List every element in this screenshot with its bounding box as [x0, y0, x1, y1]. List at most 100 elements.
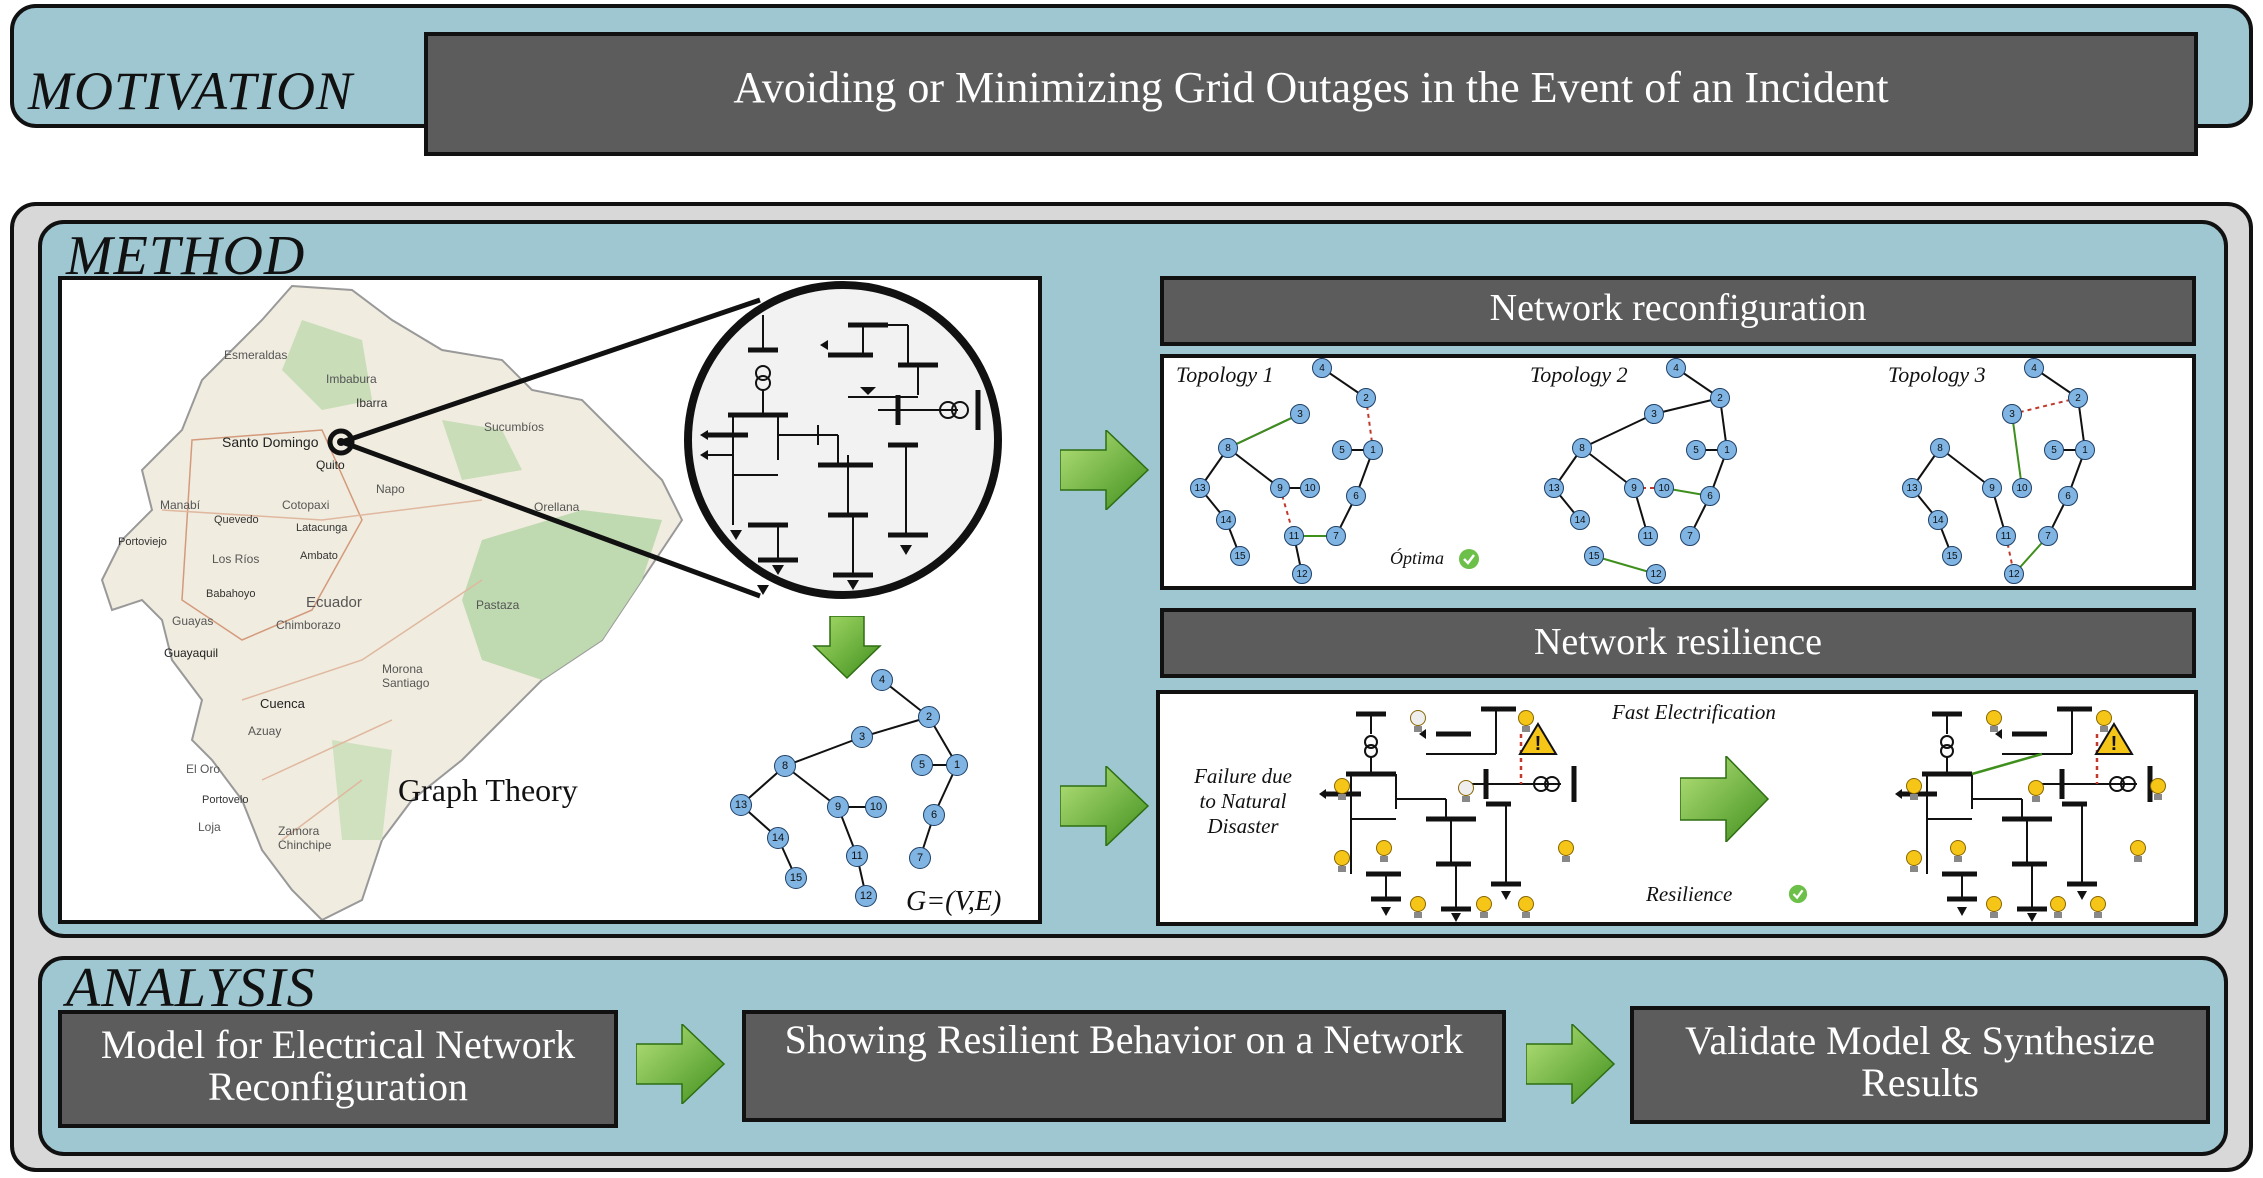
map-label-morona-santiago: Morona Santiago — [382, 662, 430, 690]
map-label-pastaza: Pastaza — [476, 598, 520, 612]
analysis-step-1-text: Model for Electrical Network Reconfigura… — [100, 1022, 576, 1109]
graph-node: 14 — [1570, 510, 1590, 530]
graph-node: 14 — [767, 827, 789, 849]
failed-network-diagram: ! — [1319, 706, 1577, 922]
map-label-latacunga: Latacunga — [296, 522, 348, 534]
map-label-cuenca: Cuenca — [260, 696, 305, 711]
resilience-box — [1156, 690, 2198, 926]
map-label-quevedo: Quevedo — [214, 514, 259, 526]
restored-network-diagram: ! — [1895, 706, 2153, 922]
graph-node: 11 — [846, 845, 868, 867]
graph-node: 15 — [785, 867, 807, 889]
graph-node: 15 — [1942, 546, 1962, 566]
map-label-cotopaxi: Cotopaxi — [282, 498, 330, 512]
arrow-to-reconfiguration-icon — [1060, 430, 1150, 510]
svg-text:!: ! — [1535, 733, 1542, 755]
map-label-ambato: Ambato — [300, 550, 338, 562]
graph-node: 3 — [1644, 404, 1664, 424]
graph-node: 1 — [2075, 440, 2095, 460]
map-label-imbabura: Imbabura — [326, 372, 377, 386]
graph-node: 9 — [1982, 478, 2002, 498]
map-label-el-oro: El Oro — [186, 762, 221, 776]
map-label-babahoyo: Babahoyo — [206, 588, 256, 600]
topology-2-label: Topology 2 — [1530, 362, 1628, 387]
map-label-napo: Napo — [376, 482, 405, 496]
graph-node: 13 — [730, 794, 752, 816]
optimal-check-icon — [1459, 549, 1479, 569]
graph-node: 9 — [827, 796, 849, 818]
graph-node: 4 — [1312, 358, 1332, 378]
topology-edges — [1911, 367, 2086, 575]
map-label-guayaquil: Guayaquil — [164, 646, 219, 660]
graph-node: 5 — [911, 754, 933, 776]
motivation-statement: Avoiding or Minimizing Grid Outages in t… — [733, 63, 1889, 112]
graph-node: 2 — [1356, 388, 1376, 408]
map-label-azuay: Azuay — [248, 724, 282, 738]
graph-node: 3 — [2002, 404, 2022, 424]
map-label-ibarra: Ibarra — [356, 396, 388, 410]
graph-node: 4 — [871, 669, 893, 691]
graph-node: 8 — [1218, 438, 1238, 458]
map-label-portovelo: Portovelo — [202, 794, 249, 806]
graph-node: 3 — [1290, 404, 1310, 424]
map-label-ecuador: Ecuador — [306, 594, 362, 611]
graph-node: 2 — [2068, 388, 2088, 408]
graph-node: 1 — [1717, 440, 1737, 460]
graph-node: 12 — [1646, 564, 1666, 584]
graph-node: 10 — [1300, 478, 1320, 498]
graph-node: 8 — [1930, 438, 1950, 458]
analysis-step-3-text: Validate Model & Synthesize Results — [1685, 1018, 2155, 1105]
analysis-step-3 — [1630, 1006, 2210, 1124]
graph-node: 13 — [1902, 478, 1922, 498]
topology-edges — [1553, 367, 1728, 575]
graph-node: 7 — [1680, 526, 1700, 546]
graph-node: 9 — [1270, 478, 1290, 498]
graph-node: 5 — [1332, 440, 1352, 460]
graph-node: 8 — [774, 755, 796, 777]
resilience-check-icon — [1788, 884, 1808, 904]
optimal-label: Óptima — [1390, 548, 1444, 568]
graph-node: 4 — [2024, 358, 2044, 378]
graph-node: 12 — [855, 885, 877, 907]
topology-3-label: Topology 3 — [1888, 362, 1986, 387]
graph-node: 12 — [2004, 564, 2024, 584]
graph-node: 1 — [1363, 440, 1383, 460]
resilience-label: Resilience — [1646, 882, 1733, 906]
graph-node: 11 — [1638, 526, 1658, 546]
map-label-chimborazo: Chimborazo — [276, 618, 341, 632]
analysis-arrow-2-icon — [1526, 1024, 1616, 1104]
analysis-step-2 — [742, 1010, 1506, 1122]
graph-node: 6 — [1700, 486, 1720, 506]
topology-edge — [1227, 413, 1301, 449]
graph-formula: G=(V,E) — [906, 886, 1002, 917]
graph-node: 13 — [1544, 478, 1564, 498]
graph-node: 6 — [1346, 486, 1366, 506]
analysis-step-1 — [58, 1010, 618, 1128]
graph-node: 13 — [1190, 478, 1210, 498]
topology-edge — [1593, 555, 1657, 575]
graph-node: 1 — [946, 754, 968, 776]
topologies-box — [1160, 354, 2196, 590]
graph-node: 2 — [918, 706, 940, 728]
resilience-title-box — [1160, 608, 2196, 678]
analysis-step-2-text: Showing Resilient Behavior on a Network — [784, 1017, 1464, 1062]
warning-icon: ! — [2094, 722, 2134, 755]
map-label-santo-domingo: Santo Domingo — [222, 434, 319, 450]
topology-1-label: Topology 1 — [1176, 362, 1274, 387]
analysis-title: ANALYSIS — [66, 957, 316, 1019]
motivation-title: MOTIVATION — [28, 61, 353, 121]
graph-theory-label: Graph Theory — [398, 772, 578, 808]
graph-node: 5 — [1686, 440, 1706, 460]
map-label-manabi: Manabí — [160, 498, 201, 512]
graph-node: 10 — [1654, 478, 1674, 498]
graph-node: 5 — [2044, 440, 2064, 460]
motivation-statement-box — [424, 32, 2198, 156]
analysis-arrow-1-icon — [636, 1024, 726, 1104]
magnified-electrical-diagram — [700, 315, 981, 595]
ecuador-map — [100, 284, 684, 920]
quito-marker — [327, 428, 355, 456]
